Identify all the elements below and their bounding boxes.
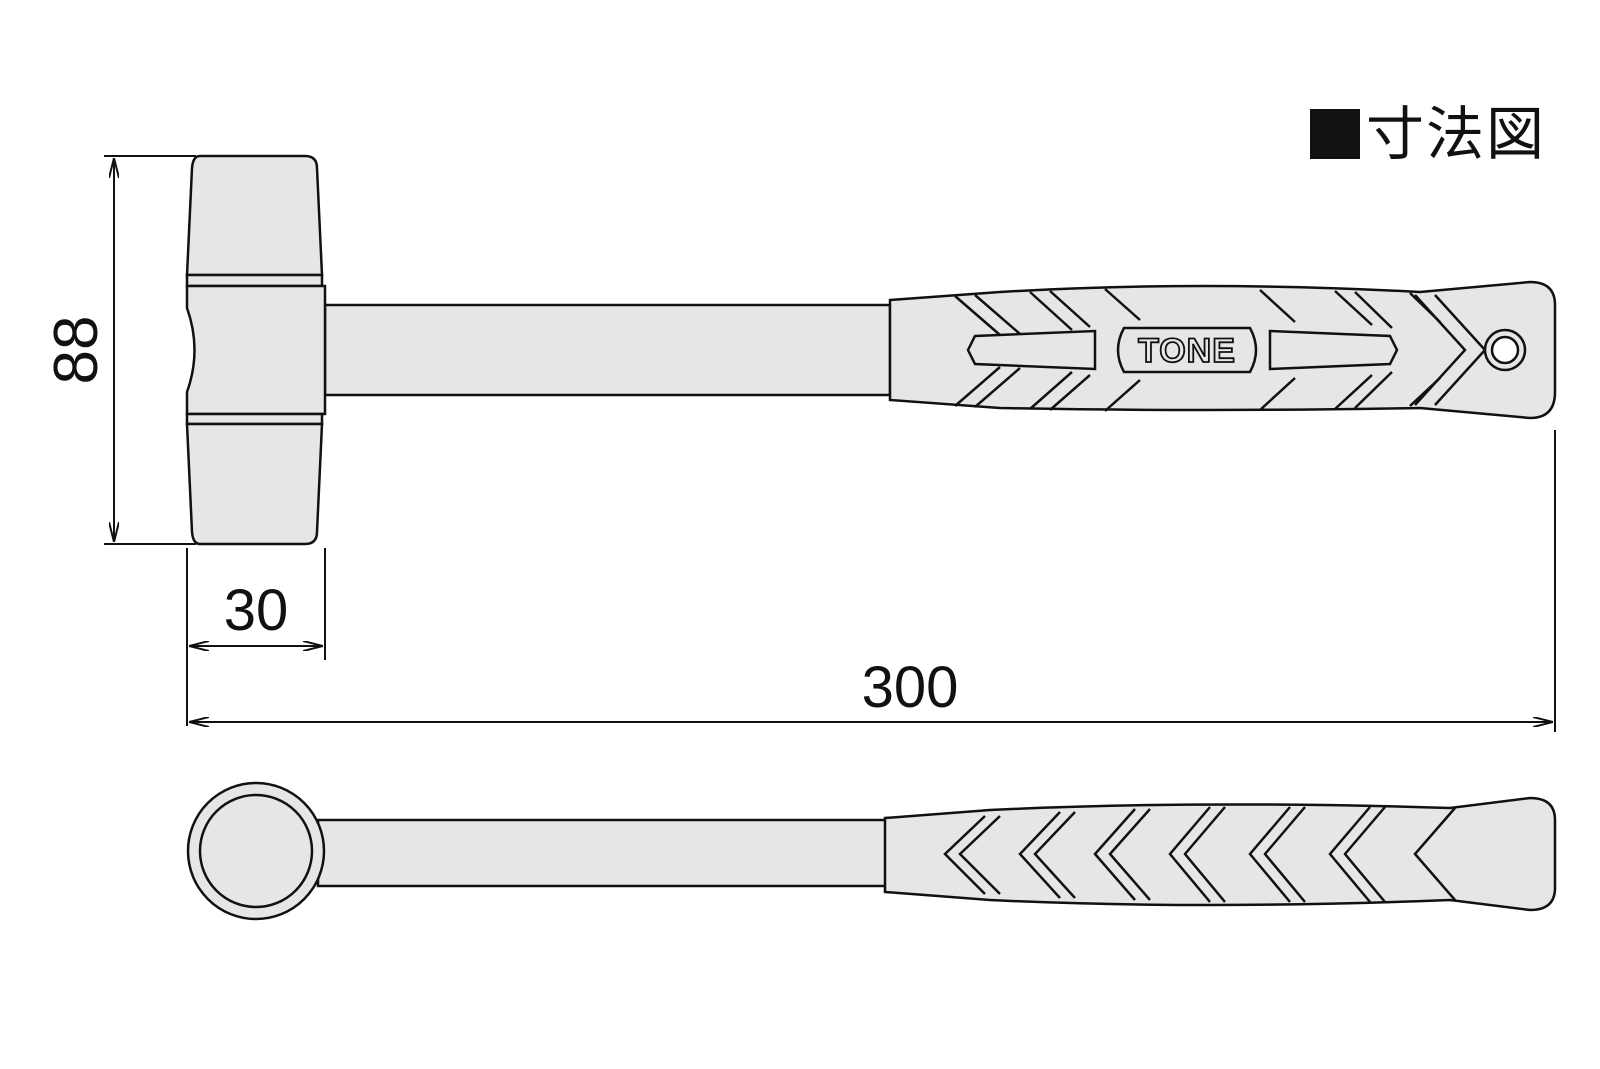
head-top-band — [185, 273, 324, 288]
head-width-label: 30 — [224, 578, 289, 643]
head-height-label: 88 — [42, 316, 111, 385]
dimension-lines — [104, 155, 1556, 732]
top-view-shaft — [316, 818, 892, 888]
top-view-grip-chevrons — [943, 806, 1456, 903]
top-view-grip — [883, 796, 1557, 912]
hammer-top-view — [186, 781, 1557, 921]
brand-logo: TONE — [1138, 332, 1236, 370]
diagram-title: 寸法図 — [1310, 103, 1546, 165]
total-length-label: 300 — [862, 655, 959, 720]
grip-bar-left — [966, 329, 1097, 371]
hammer-shaft — [323, 303, 892, 397]
grip-bar-right — [1268, 329, 1399, 371]
head-top-face — [185, 154, 324, 277]
title-square-icon — [1310, 109, 1360, 159]
top-view-head-inner — [198, 793, 314, 909]
hammer-side-view — [185, 154, 1557, 546]
head-body — [185, 284, 327, 416]
head-bottom-face — [185, 422, 324, 546]
head-bottom-band — [185, 412, 324, 426]
hang-hole-inner — [1490, 335, 1520, 365]
title-text: 寸法図 — [1366, 100, 1547, 168]
logo-plate — [1116, 326, 1258, 374]
